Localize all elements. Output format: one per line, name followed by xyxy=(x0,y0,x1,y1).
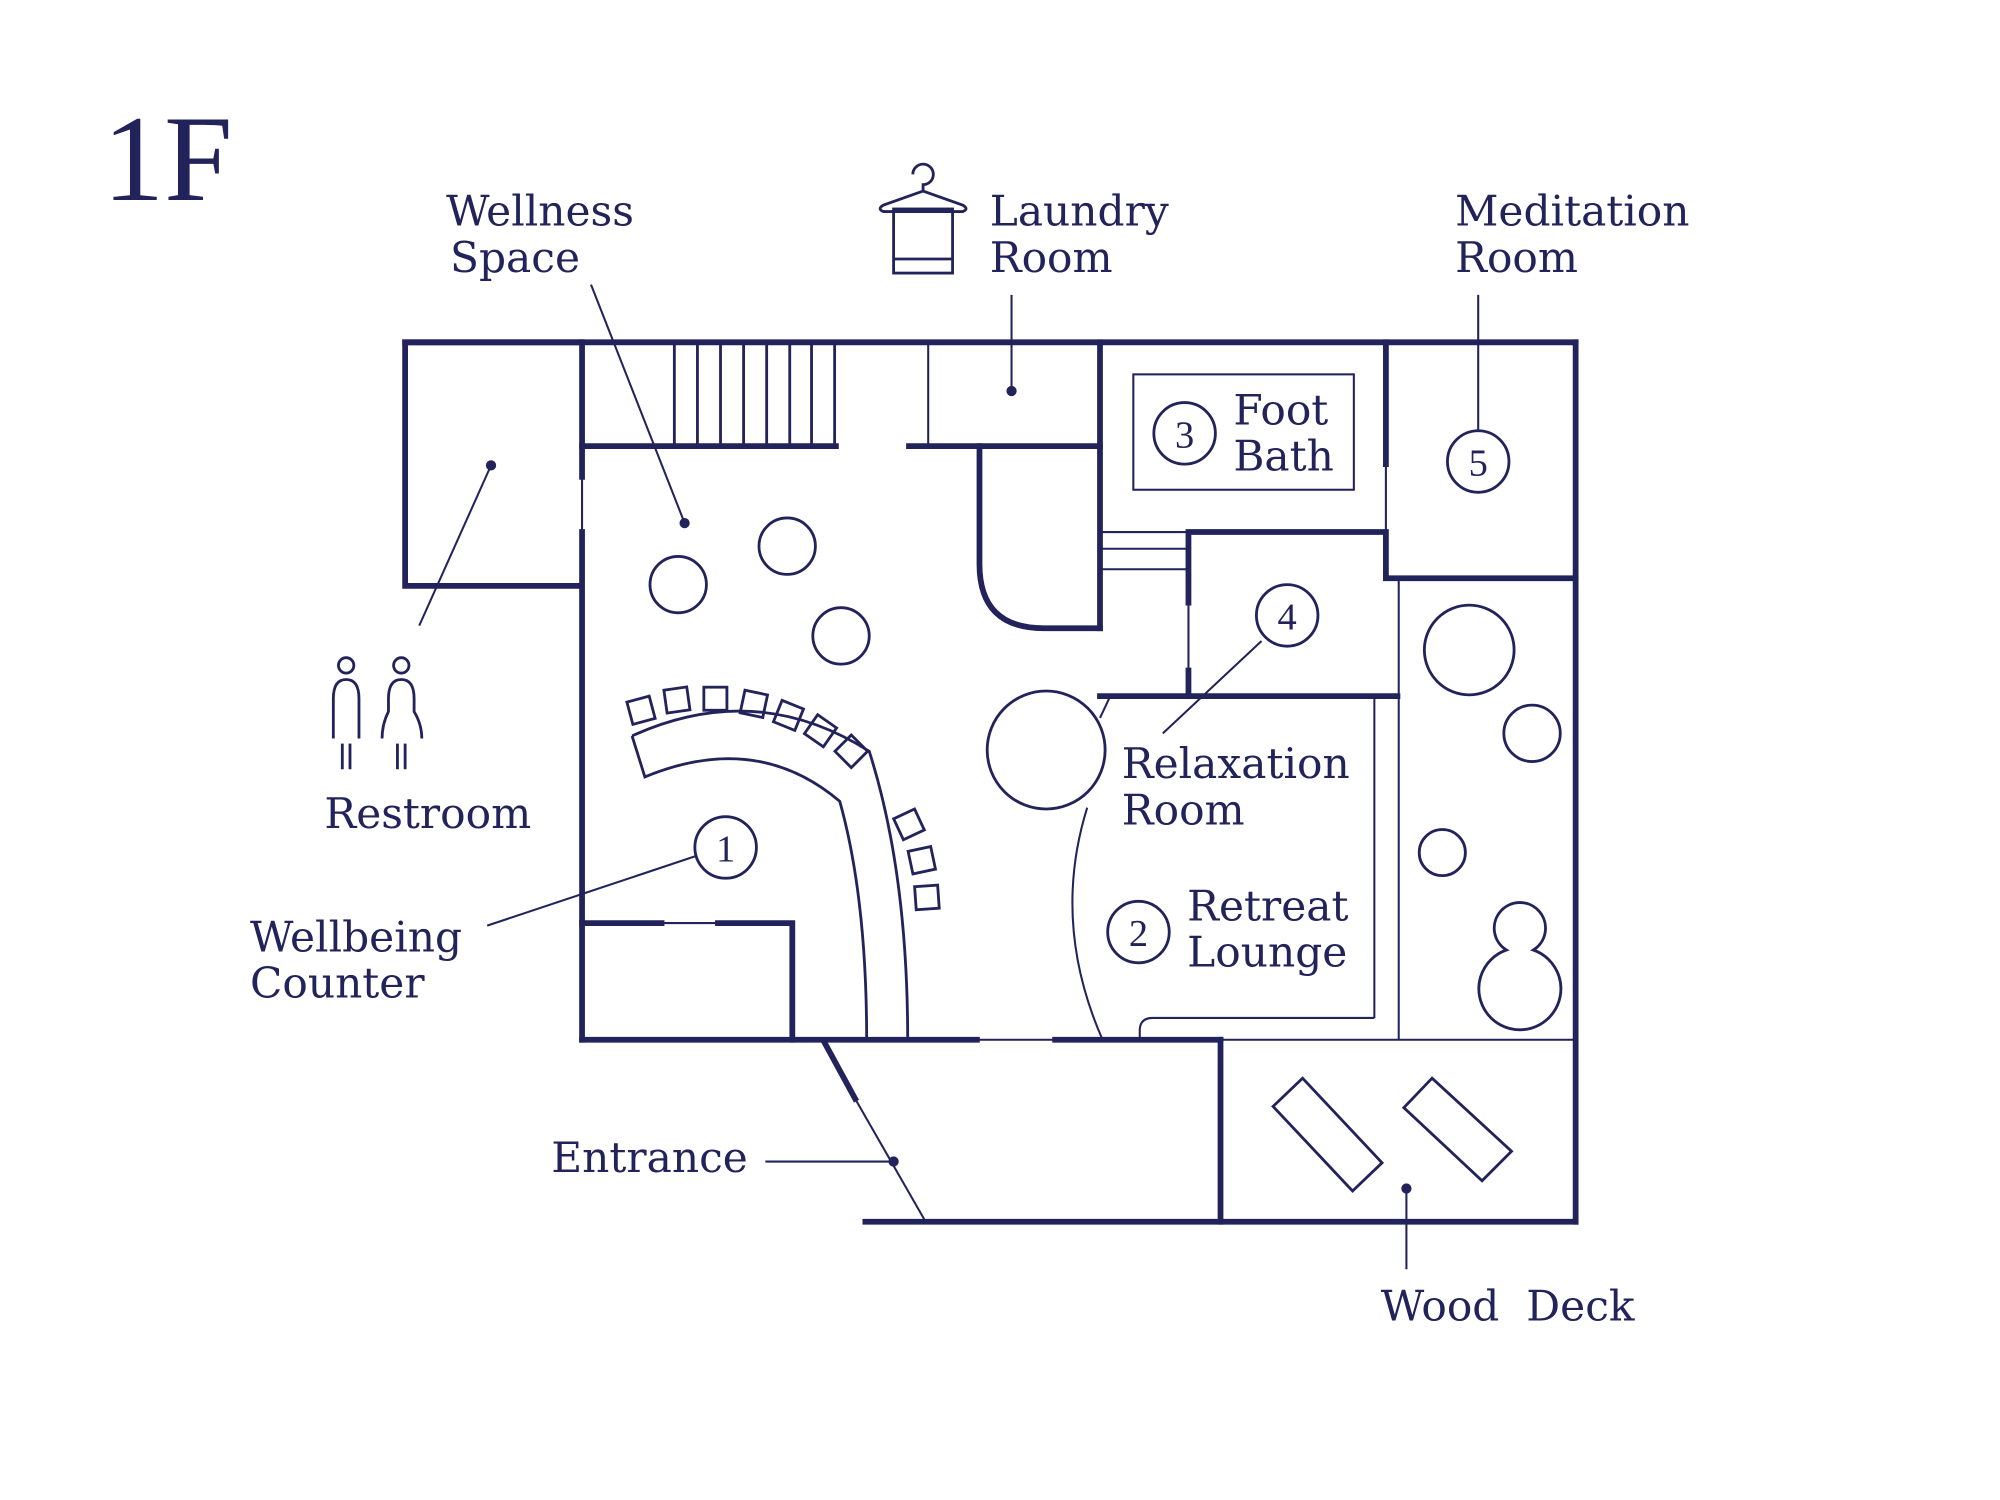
svg-text:3: 3 xyxy=(1175,414,1194,456)
counter-chairs xyxy=(625,685,941,912)
restroom-icon xyxy=(331,656,424,770)
marker-5[interactable]: 5 xyxy=(1446,429,1511,494)
wellness-stools xyxy=(648,516,871,666)
lounge-bottom-line xyxy=(1138,1016,1375,1040)
svg-text:4: 4 xyxy=(1278,596,1297,638)
label-retreat-lounge[interactable]: Retreat Lounge xyxy=(1187,882,1362,977)
label-restroom[interactable]: Restroom xyxy=(324,789,531,838)
marker-2[interactable]: 2 xyxy=(1106,899,1171,965)
label-wood-deck[interactable]: Wood Deck xyxy=(1381,1282,1635,1331)
label-relaxation-room[interactable]: Relaxation Room xyxy=(1122,739,1363,834)
floor-title: 1F xyxy=(103,90,233,227)
relaxation-chair xyxy=(985,689,1107,811)
entrance-door-leaf xyxy=(820,1038,860,1103)
wellbeing-counter xyxy=(625,685,941,1040)
leader-lines xyxy=(418,284,1480,1270)
label-laundry-room[interactable]: Laundry Room xyxy=(990,187,1182,282)
label-wellness-space[interactable]: Wellness Space xyxy=(446,187,647,282)
right-column-seats xyxy=(1417,603,1563,1032)
svg-text:2: 2 xyxy=(1129,913,1148,955)
marker-3[interactable]: 3 xyxy=(1152,401,1217,466)
marker-1[interactable]: 1 xyxy=(693,815,758,880)
relax-top-wall xyxy=(1185,529,1579,606)
label-wellbeing-counter[interactable]: Wellbeing Counter xyxy=(250,912,476,1007)
staircase xyxy=(672,342,837,447)
svg-text:5: 5 xyxy=(1469,443,1488,485)
deck-loungers xyxy=(1271,1076,1514,1194)
label-meditation-room[interactable]: Meditation Room xyxy=(1455,187,1703,282)
curved-partition xyxy=(1071,695,1112,1041)
hanger-towel-icon xyxy=(878,162,968,275)
walls xyxy=(402,339,1579,1225)
marker-4[interactable]: 4 xyxy=(1255,583,1320,648)
label-entrance[interactable]: Entrance xyxy=(551,1133,748,1182)
back-room-wall xyxy=(579,920,796,1043)
foot-bath-area xyxy=(1132,373,1355,491)
svg-text:1: 1 xyxy=(716,829,735,871)
label-foot-bath[interactable]: Foot Bath xyxy=(1233,385,1341,480)
curved-closet-wall xyxy=(976,443,1103,632)
